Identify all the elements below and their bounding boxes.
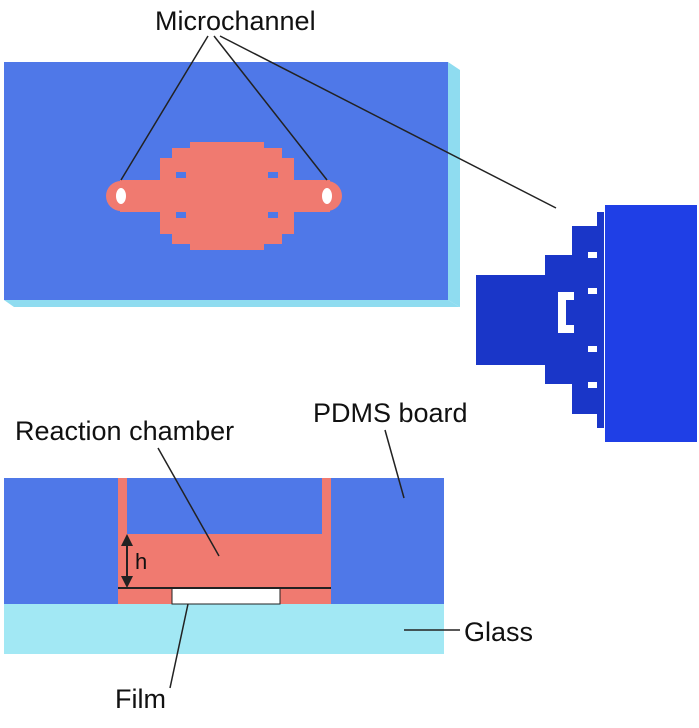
notch <box>268 212 278 218</box>
film-label: Film <box>115 684 166 714</box>
glass-substrate <box>4 604 444 654</box>
leader-line <box>120 35 209 181</box>
reaction-chamber-label: Reaction chamber <box>15 416 235 446</box>
microchannel-leaders <box>120 35 557 209</box>
leader-reaction-chamber <box>157 447 220 557</box>
detail-notch <box>588 382 597 388</box>
section-leaders <box>157 429 460 689</box>
notch <box>176 212 186 218</box>
top-view-chip <box>4 62 460 307</box>
right-branch-step <box>280 158 294 234</box>
left-branch-block <box>172 148 192 244</box>
left-branch-step <box>160 158 174 234</box>
height-arrow-head-bottom <box>121 576 133 588</box>
leader-film <box>169 603 189 689</box>
cross-section <box>4 478 444 654</box>
detail-notch <box>588 288 597 294</box>
film-layer <box>171 587 281 605</box>
central-chamber <box>190 142 264 250</box>
detail-main-block <box>605 205 697 442</box>
notch <box>176 172 186 178</box>
microchannel-label: Microchannel <box>155 6 316 36</box>
right-branch-block <box>262 148 282 244</box>
height-label: h <box>135 549 148 574</box>
detail-notch <box>588 346 597 352</box>
leader-pdms <box>384 429 405 499</box>
left-port-hole <box>116 188 126 204</box>
microchannel-pattern <box>106 142 342 250</box>
reaction-chamber <box>118 478 331 604</box>
detail-branch-tree <box>476 212 604 428</box>
microchannel-detail <box>476 205 697 442</box>
leader-line <box>219 35 557 209</box>
pdms-board-label: PDMS board <box>313 398 468 428</box>
detail-notches <box>558 252 597 388</box>
detail-notch <box>558 292 574 333</box>
leader-line <box>213 35 328 181</box>
glass-label: Glass <box>464 617 534 647</box>
pdms-board-bottom-edge <box>4 300 460 307</box>
detail-notch <box>588 252 597 258</box>
notch <box>268 172 278 178</box>
right-port-hole <box>322 188 332 204</box>
branch-notches <box>176 172 278 218</box>
pdms-board-side <box>448 62 460 307</box>
height-arrow-head-top <box>121 534 133 546</box>
